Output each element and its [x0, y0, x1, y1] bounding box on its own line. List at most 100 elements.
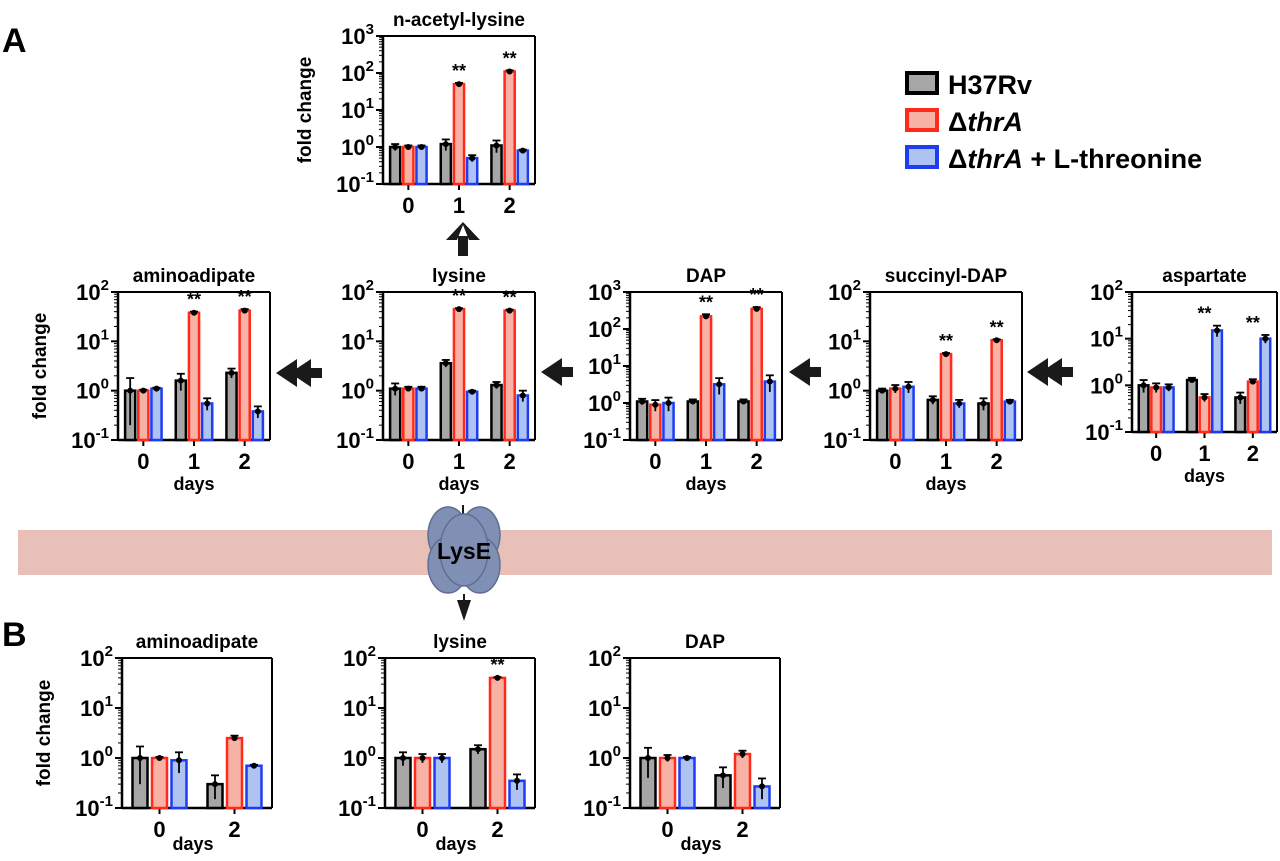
x-tick-label: 1	[453, 193, 465, 218]
y-tick-label: 10-1	[823, 425, 861, 453]
bar	[516, 394, 530, 442]
chart-title: lysine	[432, 266, 486, 287]
significance-marker: **	[939, 331, 953, 351]
data-point	[442, 141, 449, 148]
data-point	[766, 378, 773, 385]
y-tick-label: 102	[588, 643, 621, 671]
chart-title: DAP	[686, 266, 726, 287]
significance-marker: **	[452, 61, 466, 81]
y-tick-label: 10-1	[583, 793, 621, 821]
x-tick-label: 1	[940, 449, 952, 474]
x-tick-label: 2	[504, 193, 516, 218]
bar	[402, 145, 415, 186]
bar	[150, 387, 163, 442]
y-tick-label: 100	[343, 743, 376, 771]
bar	[388, 387, 402, 442]
bar	[238, 309, 251, 442]
significance-marker: **	[1197, 304, 1211, 324]
x-tick-label: 0	[649, 449, 661, 474]
bar	[737, 400, 750, 442]
data-point	[929, 396, 936, 403]
data-point	[689, 398, 696, 405]
chart-title: aspartate	[1162, 266, 1247, 287]
data-point	[645, 755, 651, 761]
bar	[187, 311, 201, 442]
bar	[750, 307, 763, 442]
bar	[1150, 386, 1163, 434]
data-point	[156, 755, 163, 761]
data-point	[405, 385, 412, 392]
chart-title: succinyl-DAP	[885, 266, 1008, 287]
bar	[245, 764, 263, 810]
data-point	[519, 147, 526, 154]
bar	[939, 352, 953, 442]
x-tick-label: 2	[239, 449, 251, 474]
double-arrow-to-aminoadipate-a	[276, 359, 297, 387]
y-tick-label: 102	[341, 277, 374, 305]
data-point	[177, 377, 184, 384]
data-point	[127, 387, 134, 394]
data-point	[176, 757, 182, 764]
x-axis-label: days	[173, 474, 214, 494]
bar	[1246, 380, 1259, 434]
bar	[635, 400, 649, 442]
x-tick-label: 0	[416, 817, 428, 842]
data-point	[759, 783, 765, 790]
y-tick-label: 101	[341, 326, 374, 354]
bar	[415, 387, 428, 442]
bar	[225, 736, 244, 810]
data-point	[980, 400, 987, 407]
bar	[469, 747, 487, 810]
y-tick-label: 101	[828, 326, 861, 354]
legend-swatch-h37rv	[905, 71, 939, 95]
bar	[137, 389, 150, 442]
x-tick-label: 2	[1247, 441, 1259, 466]
lyse-export-arrow	[457, 600, 471, 621]
x-tick-label: 2	[504, 449, 516, 474]
data-point	[469, 388, 476, 395]
x-tick-label: 0	[153, 817, 165, 842]
data-point	[739, 751, 746, 758]
x-axis-label: days	[680, 834, 721, 854]
data-point	[439, 755, 445, 761]
y-tick-label: 102	[80, 643, 113, 671]
y-axis-label: fold change	[295, 57, 316, 164]
data-point	[1262, 335, 1269, 342]
x-axis-label: days	[172, 834, 213, 854]
data-point	[652, 401, 659, 408]
x-tick-label: 0	[1150, 441, 1162, 466]
bar	[875, 389, 889, 442]
y-tick-label: 10-1	[336, 425, 374, 453]
x-tick-label: 2	[491, 817, 503, 842]
bar	[503, 70, 516, 186]
data-point	[879, 387, 886, 394]
y-tick-label: 10-1	[1085, 417, 1123, 445]
data-point	[231, 735, 238, 742]
bar	[516, 149, 530, 186]
data-point	[1201, 394, 1208, 401]
data-point	[753, 305, 760, 312]
legend-swatch-thra	[905, 108, 939, 132]
bar	[503, 309, 516, 442]
data-point	[1188, 377, 1195, 384]
bar	[658, 756, 677, 810]
y-tick-label: 101	[343, 693, 376, 721]
significance-marker: **	[699, 292, 713, 312]
x-axis-label: days	[925, 474, 966, 494]
lyse-transporter: LysE	[427, 505, 501, 621]
data-point	[228, 369, 235, 376]
bar	[889, 387, 902, 442]
bar	[1198, 396, 1211, 434]
data-point	[469, 155, 476, 162]
bar	[415, 145, 428, 186]
chart-title: aminoadipate	[133, 266, 255, 287]
x-tick-label: 0	[661, 817, 673, 842]
data-point	[254, 408, 261, 415]
y-tick-label: 101	[76, 326, 109, 354]
data-point	[905, 383, 912, 390]
data-point	[419, 755, 426, 761]
